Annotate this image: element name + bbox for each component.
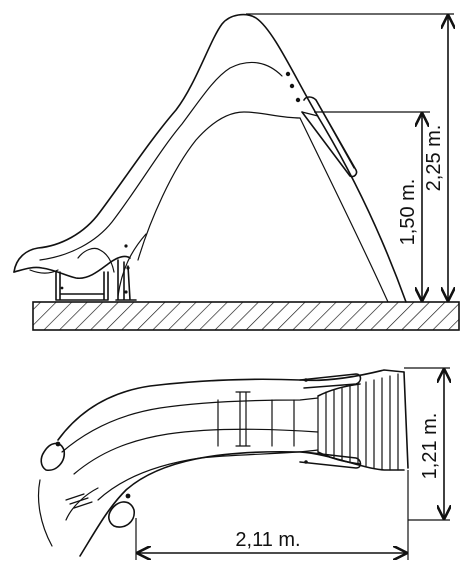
slide-front-curve <box>117 233 147 297</box>
clamp-bolt <box>125 493 131 499</box>
front-support-frame <box>55 271 109 301</box>
plan-exit-bottom <box>108 501 135 528</box>
plan-handle-bottom <box>299 451 362 469</box>
top-view: 1,21 m. 2,11 m. <box>37 367 451 560</box>
ladder-rung-dot <box>285 71 291 77</box>
dim-platform-height-label: 1,50 m. <box>397 179 419 246</box>
plan-inner-top <box>61 397 319 453</box>
slide-outer-outline <box>13 13 407 303</box>
bolt <box>124 244 128 248</box>
clamp-bolt <box>55 441 61 447</box>
handle-bolt <box>304 460 308 464</box>
slide-exit-lower <box>29 247 115 274</box>
plan-outer-top <box>57 369 405 441</box>
side-view: 2,25 m. 1,50 m. <box>13 13 460 331</box>
dim-width-label: 1,21 m. <box>419 413 441 480</box>
bolt <box>126 266 130 270</box>
mid-support <box>115 259 137 301</box>
slide-inner-chute <box>39 61 283 261</box>
plan-inner-mid <box>73 428 319 475</box>
ladder-rung-dot <box>289 83 295 89</box>
bolt <box>60 286 64 290</box>
plan-center-band <box>235 391 251 447</box>
dim-total-height-label: 2,25 m. <box>423 125 445 192</box>
grip-lines <box>65 493 93 509</box>
handle-bolt <box>304 378 308 382</box>
slide-rear-leg <box>299 117 389 303</box>
plan-inner-bottom <box>97 449 319 501</box>
plan-handle-top <box>299 373 362 389</box>
plan-ladder-end <box>403 371 409 469</box>
plan-exit-left <box>40 442 66 472</box>
plan-edge-left <box>37 479 99 547</box>
plan-ribs <box>217 399 295 447</box>
bolt <box>124 290 128 294</box>
ladder-rung-dot <box>295 97 301 103</box>
slide-support-arch <box>137 111 301 261</box>
dim-length-label: 2,11 m. <box>235 529 300 551</box>
handrail <box>301 96 358 178</box>
slide-exit-lip <box>13 255 131 280</box>
ground-base <box>32 301 460 331</box>
